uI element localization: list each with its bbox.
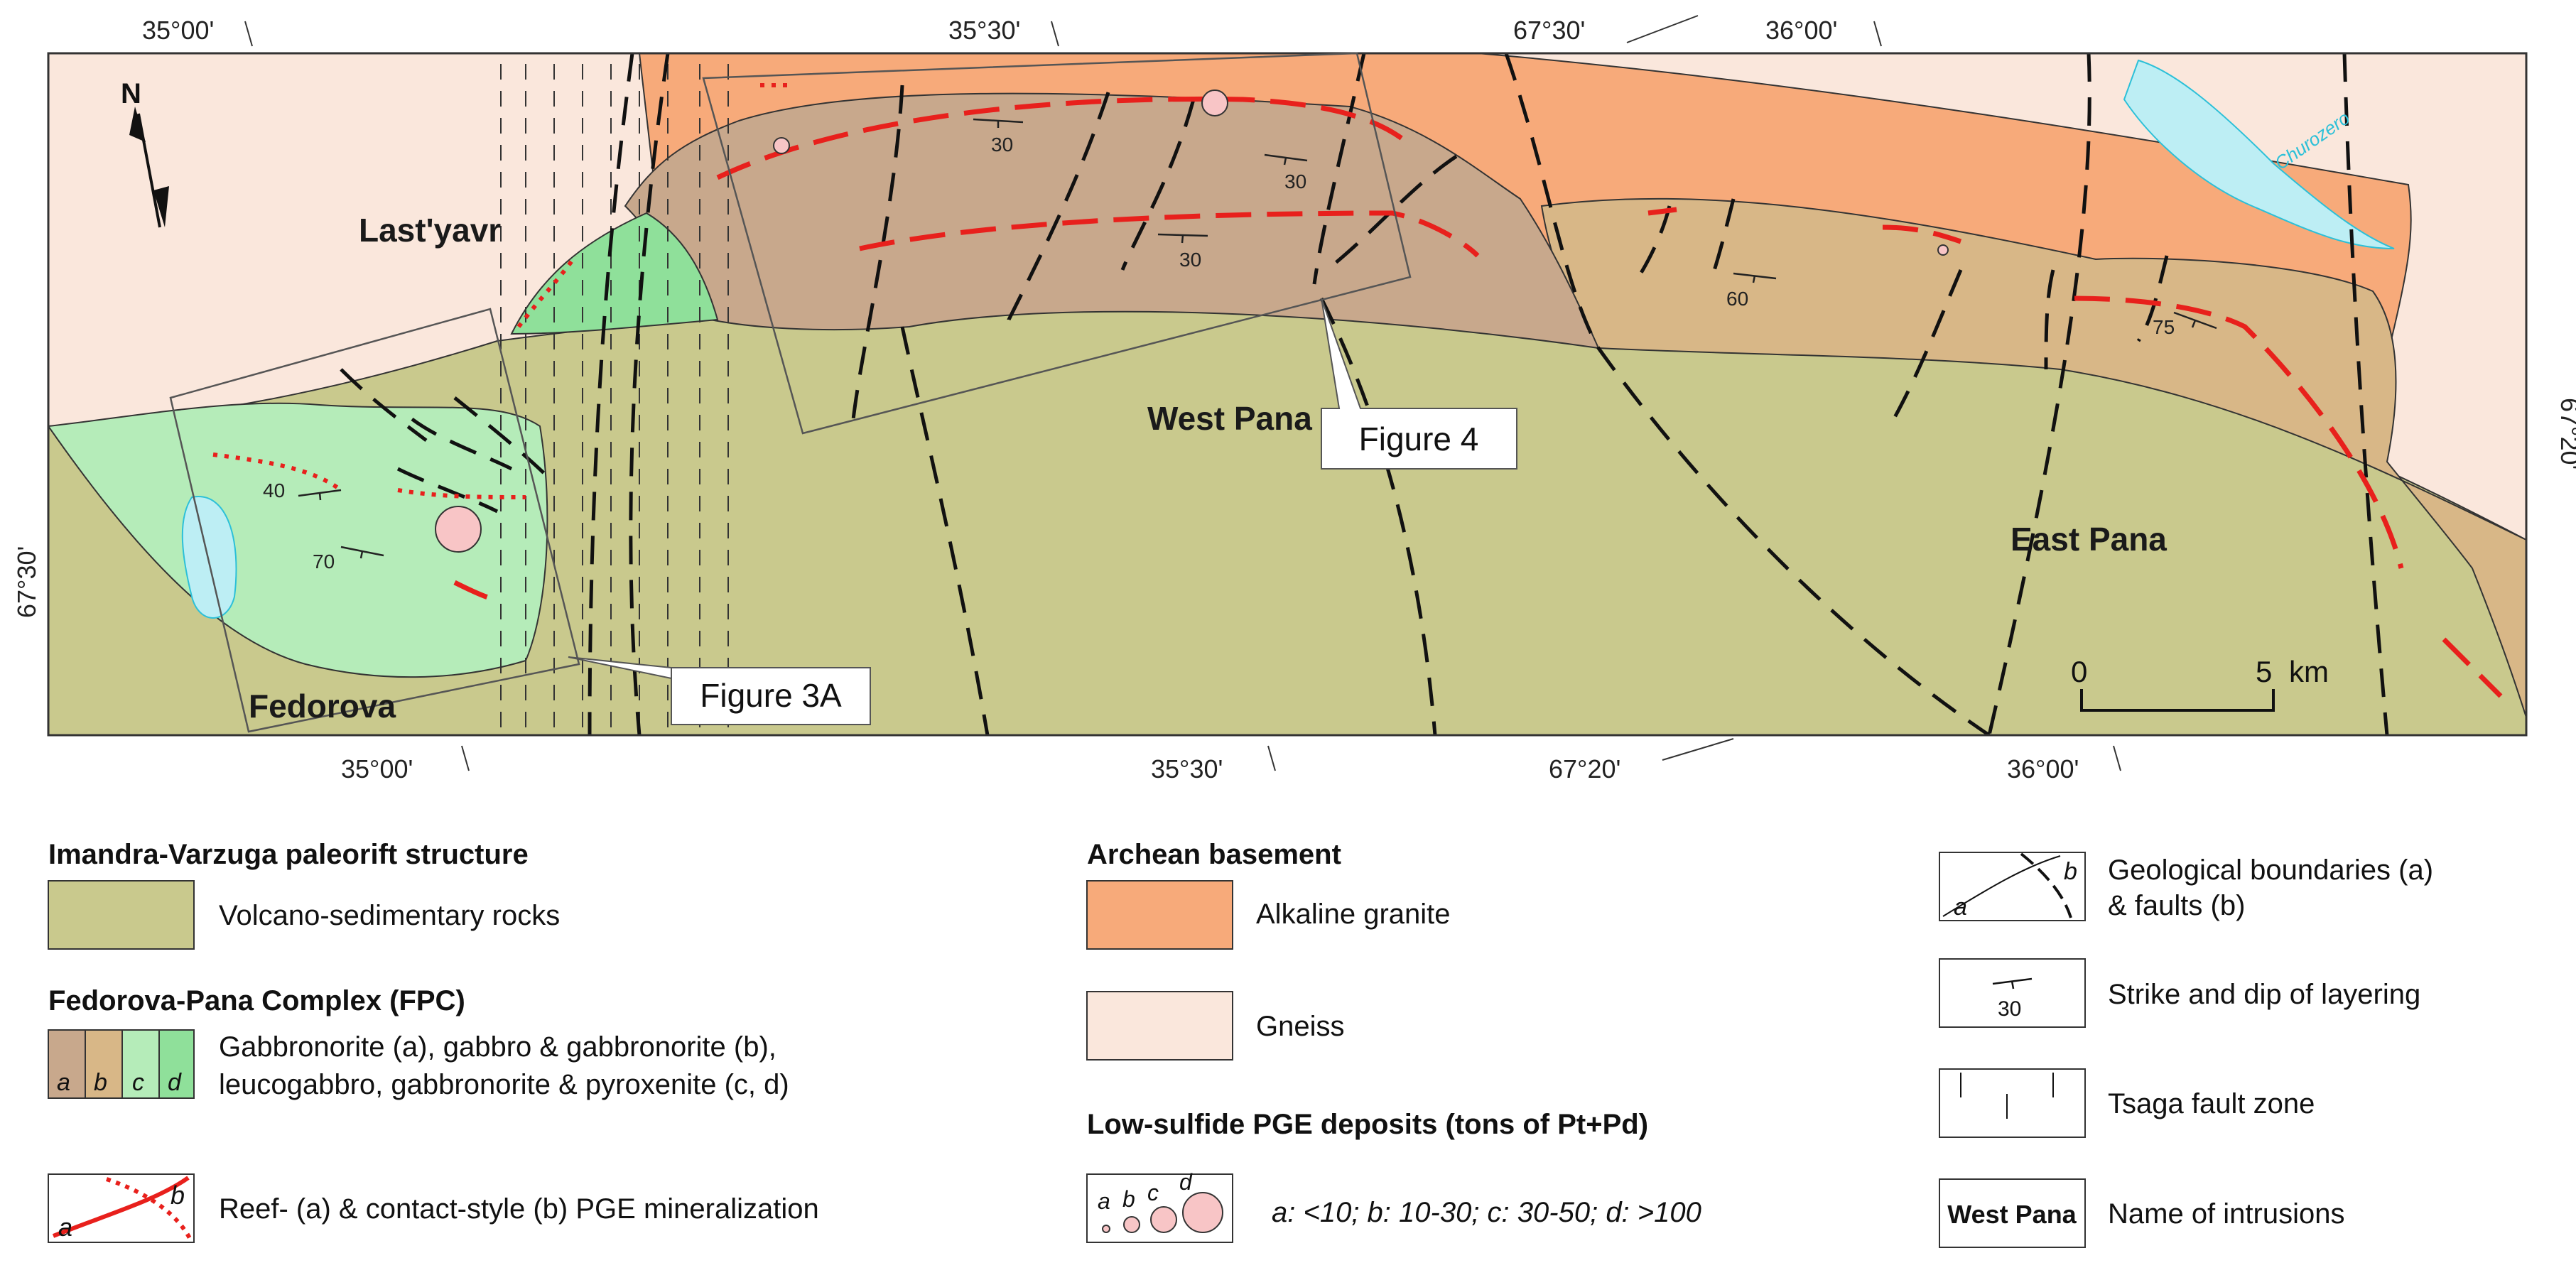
deposit-b-west-pana	[773, 137, 790, 154]
scale-unit: km	[2289, 655, 2329, 688]
reef-letter-a: a	[58, 1213, 72, 1242]
scale-bar: 0 5 km	[2071, 655, 2329, 712]
deposit-d-west-pana	[1201, 90, 1228, 116]
legend-reef-label: Reef- (a) & contact-style (b) PGE minera…	[219, 1193, 819, 1225]
dip-value: 60	[1726, 288, 1748, 310]
reef-mineralization	[453, 96, 2503, 698]
legend-group-imandra-title: Imandra-Varzuga paleorift structure	[48, 839, 529, 870]
coord-bottom-1: 35°00'	[341, 754, 413, 783]
legend-group-pge-title: Low-sulfide PGE deposits (tons of Pt+Pd)	[1087, 1109, 1648, 1140]
coord-top-3: 67°30'	[1513, 16, 1585, 45]
contact-mineralization	[212, 83, 789, 499]
figure-4-callout: Figure 4	[1321, 298, 1517, 470]
legend-granite-label: Alkaline granite	[1256, 899, 1451, 930]
dip-value: 30	[991, 134, 1013, 156]
coord-top-1: 35°00'	[142, 16, 214, 45]
swatch-boundaries: a b	[1939, 852, 2086, 921]
lastyavr-label: Last'yavr	[359, 212, 501, 249]
fpc-letter-d: d	[168, 1069, 182, 1096]
deposit-letter-b: b	[1122, 1186, 1135, 1212]
legend-strike-label: Strike and dip of layering	[2108, 979, 2420, 1010]
lastyavr-intrusion	[510, 212, 719, 335]
legend-group-archean-title: Archean basement	[1087, 839, 1341, 870]
fedorova-intrusion	[48, 402, 548, 678]
swatch-alkaline-granite	[1086, 880, 1233, 950]
boundary-letter-b: b	[2064, 858, 2077, 885]
swatch-reef: a b	[48, 1173, 195, 1243]
legend-fpc-line1: Gabbronorite (a), gabbro & gabbronorite …	[219, 1031, 776, 1063]
west-pana-intrusion	[624, 92, 1600, 349]
figure-3a-callout: Figure 3A	[568, 656, 871, 725]
fpc-letter-c: c	[132, 1069, 144, 1096]
swatch-tsaga	[1939, 1068, 2086, 1138]
legend-boundaries-line2: & faults (b)	[2108, 890, 2245, 921]
reef-letter-b: b	[171, 1181, 185, 1210]
swatch-gneiss	[1086, 991, 1233, 1061]
figure-3a-label: Figure 3A	[700, 677, 842, 714]
swatch-deposits: a b c d	[1086, 1169, 1233, 1243]
deposit-a-east-pana	[1937, 244, 1949, 256]
legend-group-fpc-title: Fedorova-Pana Complex (FPC)	[48, 985, 465, 1016]
legend-fpc-line2: leucogabbro, gabbronorite & pyroxenite (…	[219, 1069, 789, 1100]
coord-bottom-4: 36°00'	[2007, 754, 2079, 783]
coord-bottom-3: 67°20'	[1549, 754, 1620, 783]
fedorova-lake	[181, 496, 237, 619]
coord-right: 67°20'	[2555, 398, 2576, 470]
figure-4-outline	[702, 52, 1412, 435]
north-label: N	[121, 78, 141, 109]
strike-dip-symbols	[298, 118, 2217, 559]
legend-name-label: Name of intrusions	[2108, 1198, 2344, 1230]
dip-value: 40	[263, 479, 285, 501]
deposit-letter-d: d	[1179, 1169, 1193, 1195]
north-arrow: N	[121, 78, 169, 228]
figure-outline-boxes	[169, 52, 1412, 733]
legend-volcano-label: Volcano-sedimentary rocks	[219, 900, 560, 931]
legend-boundaries-line1: Geological boundaries (a)	[2108, 855, 2433, 886]
name-sample: West Pana	[1947, 1200, 2077, 1229]
swatch-strike-dip: 30	[1939, 958, 2086, 1028]
east-pana-label: East Pana	[2011, 521, 2167, 558]
dip-value: 30	[1284, 170, 1306, 192]
coord-bottom-2: 35°30'	[1151, 754, 1223, 783]
scale-zero: 0	[2071, 655, 2087, 688]
coord-top-4: 36°00'	[1765, 16, 1837, 45]
strike-sample-value: 30	[1998, 997, 2021, 1021]
boundary-letter-a: a	[1954, 894, 1967, 921]
coord-left: 67°30'	[12, 546, 41, 618]
fpc-letter-a: a	[57, 1069, 70, 1096]
figure-4-label: Figure 4	[1359, 421, 1479, 457]
pge-deposits	[435, 90, 1949, 553]
west-pana-label: West Pana	[1147, 400, 1312, 437]
east-pana-intrusion	[1540, 197, 2526, 718]
figure-3a-outline	[169, 308, 580, 733]
fedorova-label: Fedorova	[249, 688, 396, 725]
legend: Imandra-Varzuga paleorift structure Volc…	[48, 839, 2433, 1248]
dip-value: 70	[313, 550, 335, 573]
deposit-d-fedorova	[435, 506, 482, 553]
swatch-name: West Pana	[1939, 1178, 2086, 1248]
fpc-letter-b: b	[94, 1069, 107, 1096]
coord-top-2: 35°30'	[948, 16, 1020, 45]
legend-gneiss-label: Gneiss	[1256, 1011, 1345, 1042]
map-frame: Figure 4 Figure 3A Last'yavr West Pana E…	[12, 15, 2576, 783]
dip-value: 30	[1179, 249, 1201, 271]
deposit-letter-c: c	[1147, 1180, 1159, 1205]
scale-five: 5	[2256, 655, 2272, 688]
swatch-fpc: a b c d	[48, 1029, 195, 1099]
legend-deposits-label: a: <10; b: 10-30; c: 30-50; d: >100	[1272, 1197, 1701, 1228]
swatch-volcano-sedimentary	[48, 880, 195, 950]
tsaga-fault-zone	[500, 64, 729, 732]
dip-value: 75	[2153, 316, 2175, 338]
legend-tsaga-label: Tsaga fault zone	[2108, 1088, 2315, 1119]
churozero-lake	[2123, 59, 2395, 249]
deposit-letter-a: a	[1098, 1188, 1110, 1214]
